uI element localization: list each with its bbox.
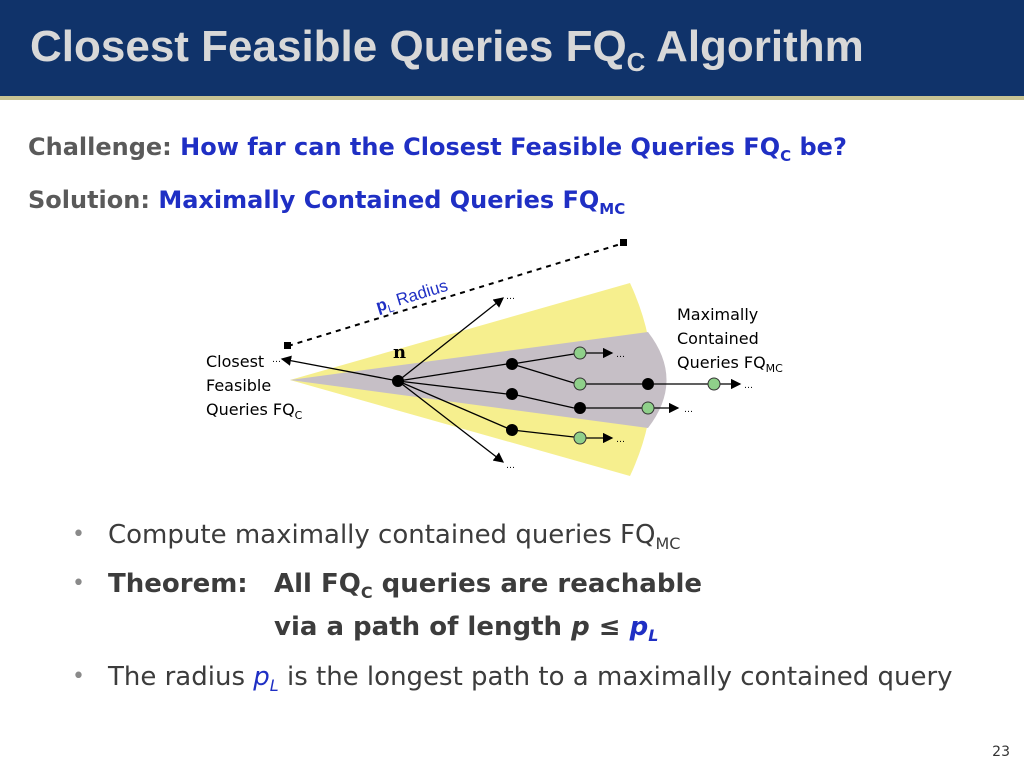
ellipsis: … [506,461,515,471]
inner-region [290,332,667,428]
radius-label: pL Radius [374,276,451,319]
solution-label: Solution: [28,186,150,214]
title-bar: Closest Feasible Queries FQC Algorithm [0,0,1024,100]
node-black [506,388,518,400]
max-contained-label: Contained [677,329,759,348]
radius-end-right [620,239,627,246]
bullet-icon: • [72,522,85,547]
solution-text: Maximally Contained Queries FQMC [158,186,626,218]
theorem-text: All FQC queries are reachable via a path… [274,569,703,646]
max-contained-label: Maximally [677,305,758,324]
ellipsis: … [684,405,693,415]
solution-line: Solution: Maximally Contained Queries FQ… [28,186,625,218]
node-green [573,377,587,391]
page-number: 23 [992,744,1010,760]
node-black [506,358,518,370]
ellipsis: … [506,292,515,302]
max-contained-label: Queries FQMC [677,353,783,375]
bullet-icon: • [72,571,85,597]
bullet-item: • Theorem: All FQC queries are reachable… [72,567,972,653]
node-black [642,378,654,390]
bullet-item: • Compute maximally contained queries FQ… [72,520,681,554]
node-green [641,401,655,415]
ellipsis: … [272,355,281,365]
node-green [707,377,721,391]
node-black [506,424,518,436]
ellipsis: … [744,381,753,391]
challenge-line: Challenge: How far can the Closest Feasi… [28,133,847,165]
slide-title: Closest Feasible Queries FQC Algorithm [30,22,864,77]
node-green [573,346,587,360]
radius-end-left [284,342,291,349]
node-n-label: n [393,342,406,363]
challenge-label: Challenge: [28,133,172,161]
theorem-label: Theorem: [108,569,248,600]
bullet-icon: • [72,663,85,689]
bullet-list: • Compute maximally contained queries FQ… [72,518,972,709]
ellipsis: … [616,350,625,360]
radius-line [287,242,625,347]
node-black [574,402,586,414]
ellipsis: … [616,435,625,445]
node-green [573,431,587,445]
challenge-text: How far can the Closest Feasible Queries… [180,133,847,165]
closest-feasible-label: Queries FQC [206,400,303,422]
bullet-item: • The radius pL is the longest path to a… [72,661,953,695]
closest-feasible-label: Feasible [206,376,271,395]
node-n [392,375,404,387]
closest-feasible-label: Closest [206,352,264,371]
